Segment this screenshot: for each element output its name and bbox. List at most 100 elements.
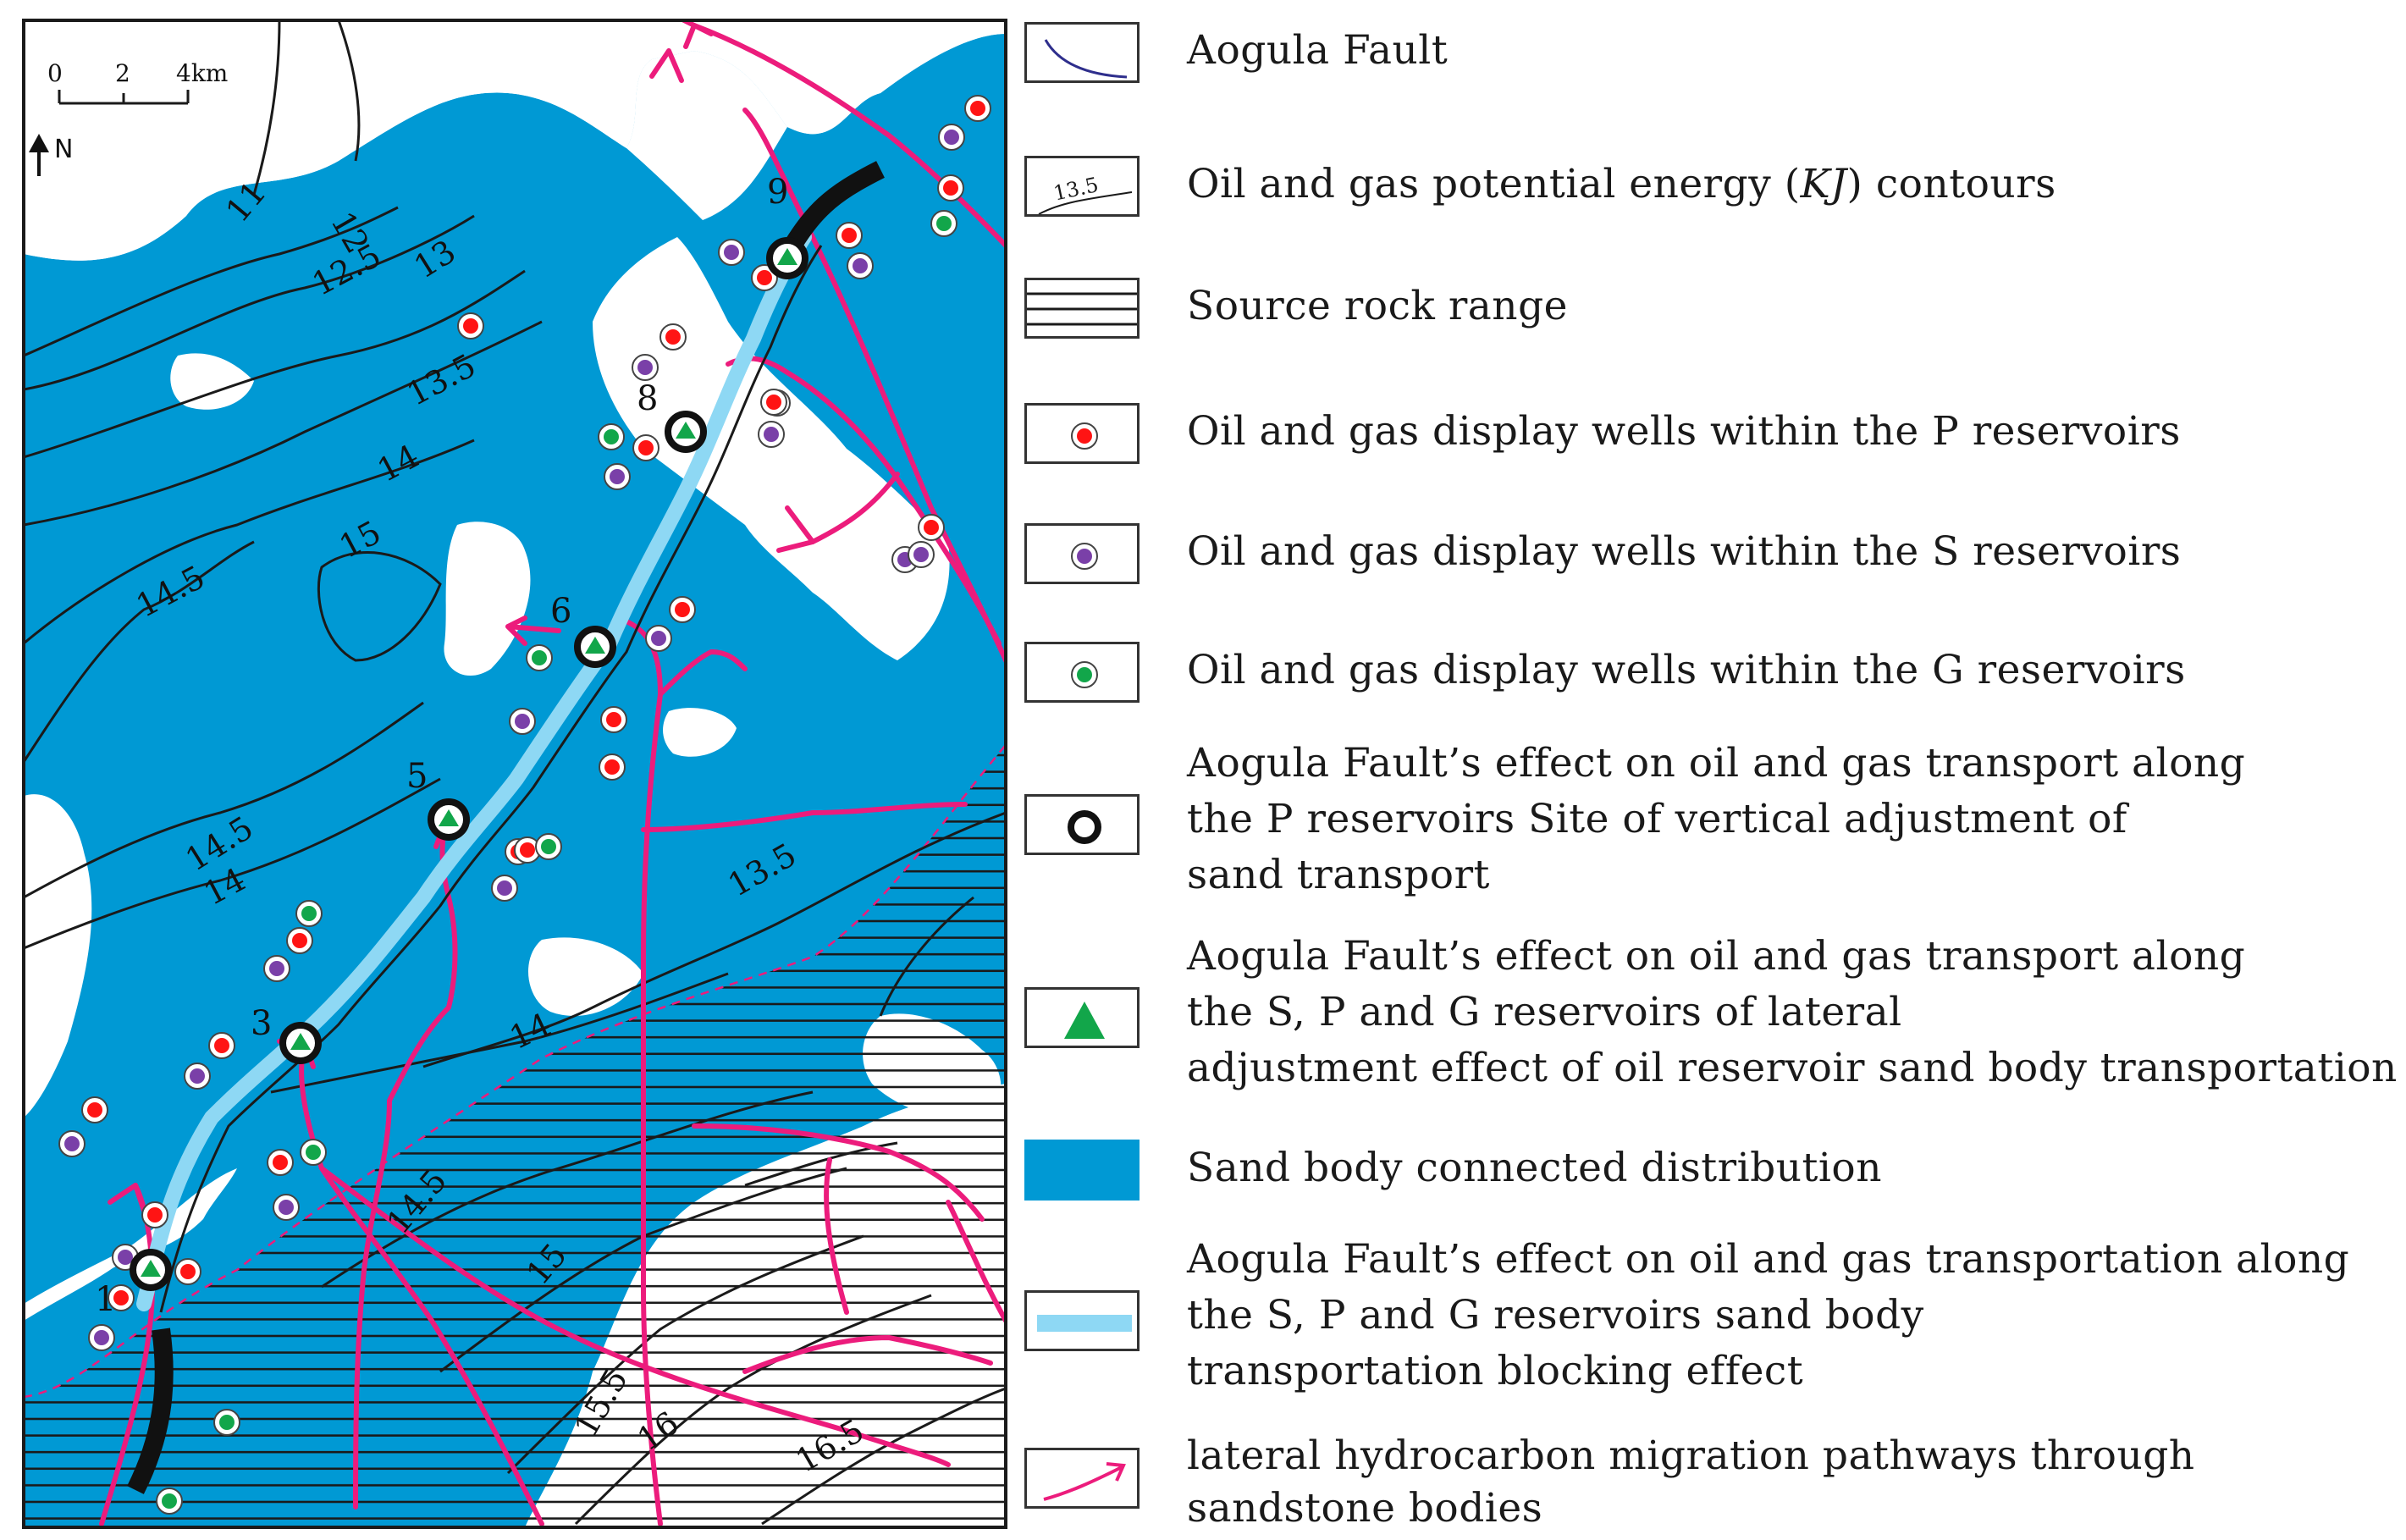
scale-tick-label: 4km	[176, 59, 228, 87]
legend-label: Aogula Fault’s effect on oil and gas tra…	[1187, 933, 2246, 980]
well-s	[908, 541, 935, 568]
legend-swatch-well-g	[1024, 642, 1140, 703]
white-area	[663, 708, 737, 757]
legend-label: Oil and gas display wells within the S r…	[1187, 528, 2182, 575]
site-labels: 9 8 6 5 3 1	[95, 173, 788, 1319]
site-label: 8	[637, 379, 658, 418]
well-p	[108, 1284, 135, 1311]
well-p	[208, 1032, 235, 1059]
legend-label: Oil and gas potential energy (KJ) contou…	[1187, 161, 2056, 207]
legend-swatch-fault	[1024, 22, 1140, 83]
well-s	[718, 239, 745, 266]
wells-s	[58, 124, 965, 1351]
well-s	[758, 421, 785, 448]
legend-label: Aogula Fault’s effect on oil and gas tra…	[1187, 1236, 2350, 1283]
legend-swatch-pathway	[1024, 1448, 1140, 1509]
legend-label: Sand body connected distribution	[1187, 1145, 1882, 1191]
legend-label: sand transport	[1187, 852, 1490, 898]
well-s	[184, 1063, 211, 1090]
legend-swatch-blocking	[1024, 1290, 1140, 1351]
well-p	[918, 514, 945, 541]
aogula-fault	[159, 245, 823, 1313]
legend-label: the S, P and G reservoirs of lateral	[1187, 989, 1902, 1035]
source-rock-boundary	[24, 744, 1006, 1399]
well-s	[491, 875, 518, 902]
well-s	[604, 463, 631, 490]
legend-swatch-source	[1024, 278, 1140, 339]
well-g	[213, 1409, 240, 1436]
wells-g	[156, 210, 957, 1515]
contour-sample-label: 13.5	[1051, 173, 1101, 205]
well-p	[286, 927, 313, 954]
well-p	[457, 312, 484, 339]
legend-label: sandstone bodies	[1187, 1485, 1543, 1532]
scale-tick-label: 0	[47, 59, 63, 87]
well-g	[156, 1488, 183, 1515]
well-s	[263, 955, 290, 982]
well-s	[58, 1130, 86, 1157]
well-s	[273, 1194, 300, 1221]
well-p	[632, 434, 659, 461]
well-s	[847, 252, 874, 279]
well-g	[535, 833, 562, 860]
legend-label: Oil and gas display wells within the P r…	[1187, 408, 2181, 455]
white-area	[444, 522, 531, 676]
map-frame	[22, 19, 1007, 1529]
white-area	[24, 794, 92, 1118]
site-label: 9	[767, 173, 788, 212]
scale-bar: 0 2 4km	[47, 59, 228, 105]
well-g	[526, 644, 553, 671]
well-s	[509, 708, 536, 735]
site-label: 5	[406, 757, 428, 796]
well-p	[174, 1258, 201, 1285]
well-g	[300, 1139, 327, 1166]
legend-swatch-ring	[1024, 794, 1140, 855]
well-s	[645, 625, 672, 652]
well-p	[760, 389, 787, 416]
site-5	[428, 798, 470, 841]
legend-label: Aogula Fault’s effect on oil and gas tra…	[1187, 740, 2246, 787]
well-p	[964, 95, 991, 122]
well-s	[938, 124, 965, 151]
scale-tick-label: 2	[115, 59, 130, 87]
legend-swatch-well-s	[1024, 523, 1140, 584]
legend-label: the S, P and G reservoirs sand body	[1187, 1292, 1924, 1339]
north-label: N	[54, 135, 73, 164]
well-p	[659, 323, 687, 351]
site-1	[130, 1249, 172, 1291]
wells-p	[81, 95, 991, 1311]
legend-swatch-well-p	[1024, 403, 1140, 464]
legend-swatch-triangle	[1024, 987, 1140, 1048]
legend-label: Aogula Fault	[1187, 27, 1449, 74]
white-area	[626, 51, 787, 220]
legend-label: adjustment effect of oil reservoir sand …	[1187, 1045, 2398, 1091]
adjustment-sites	[130, 237, 808, 1291]
migration-pathways	[99, 23, 1006, 1526]
white-area	[24, 20, 1006, 261]
site-8	[665, 411, 707, 453]
site-9	[766, 237, 808, 279]
well-g	[598, 423, 625, 450]
well-p	[81, 1096, 108, 1123]
well-p	[267, 1149, 294, 1176]
site-6	[574, 626, 616, 668]
blocking-belt	[136, 229, 812, 1311]
site-label: 3	[251, 1004, 272, 1043]
well-p	[600, 706, 627, 733]
legend-label: Source rock range	[1187, 283, 1568, 329]
well-p	[599, 753, 626, 781]
legend-swatch-sand	[1024, 1140, 1140, 1201]
legend-label: the P reservoirs Site of vertical adjust…	[1187, 796, 2127, 842]
site-3	[279, 1022, 322, 1064]
well-g	[295, 900, 323, 927]
white-area	[170, 353, 254, 410]
legend-swatch-contours: 13.5	[1024, 156, 1140, 217]
legend-label: transportation blocking effect	[1187, 1348, 1804, 1394]
contours	[24, 20, 1006, 1526]
legend-label: lateral hydrocarbon migration pathways t…	[1187, 1432, 2195, 1479]
well-p	[836, 222, 863, 249]
fault-tip-south	[127, 1327, 174, 1494]
site-label: 1	[95, 1280, 116, 1319]
source-rock-range	[24, 745, 1006, 1527]
well-s	[632, 354, 659, 381]
